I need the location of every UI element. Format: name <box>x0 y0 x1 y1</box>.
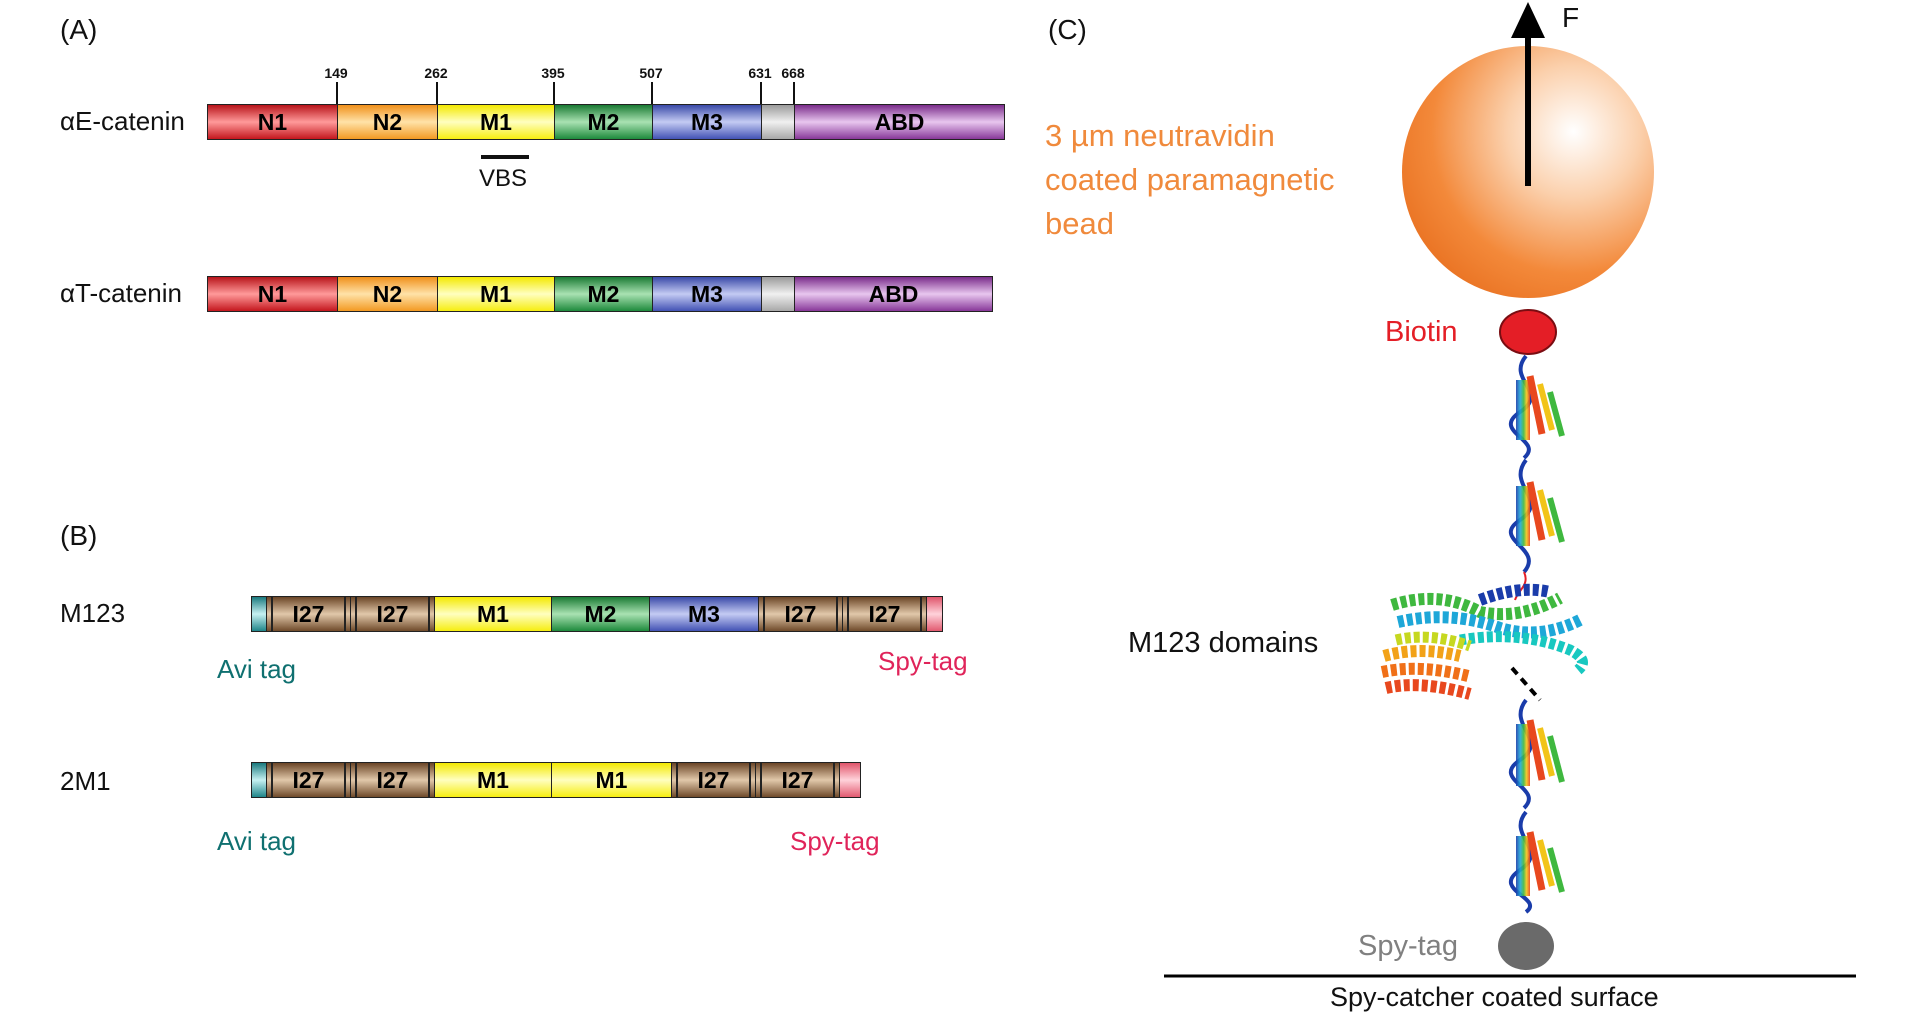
panel-a-letter: (A) <box>60 14 98 45</box>
domain-linker <box>762 277 795 311</box>
tick-label-668: 668 <box>781 65 805 81</box>
2m1-construct-bar: I27 I27 M1 M1 I27 I27 <box>251 762 861 798</box>
domain-m1: M1 <box>438 105 555 139</box>
domain-n1: N1 <box>208 105 338 139</box>
domain-m1: M1 <box>435 597 552 631</box>
spy-tag-segment <box>840 763 860 797</box>
vbs-label: VBS <box>479 165 528 192</box>
m123-domains-label: M123 domains <box>1128 627 1319 659</box>
domain-i27: I27 <box>759 597 843 631</box>
tick-262 <box>436 82 438 106</box>
spy-tag-segment <box>927 597 942 631</box>
row-name-2m1: 2M1 <box>60 766 111 796</box>
domain-i27: I27 <box>756 763 840 797</box>
domain-m3: M3 <box>653 277 762 311</box>
avi-tag-segment <box>252 763 267 797</box>
avi-tag-label: Avi tag <box>217 654 297 684</box>
domain-m1: M1 <box>438 277 555 311</box>
panel-c-letter: (C) <box>1048 14 1087 45</box>
domain-abd: ABD <box>795 277 992 311</box>
spy-tag-ellipse <box>1498 922 1554 970</box>
bead-label-line: bead <box>1045 206 1114 241</box>
dashed-connection <box>1510 666 1542 702</box>
panel-b-letter: (B) <box>60 520 98 551</box>
spy-tag-ball-label: Spy-tag <box>1358 930 1458 962</box>
domain-i27: I27 <box>351 597 435 631</box>
domain-i27: I27 <box>672 763 756 797</box>
avi-tag-label: Avi tag <box>217 826 297 856</box>
row-name-alphaE: αE-catenin <box>60 106 185 136</box>
m123-helical-bundle <box>1380 583 1588 700</box>
domain-m2: M2 <box>552 597 650 631</box>
domain-n2: N2 <box>338 277 438 311</box>
alphaE-catenin-bar: N1 N2 M1 M2 M3 ABD <box>207 104 1005 140</box>
domain-n1: N1 <box>208 277 338 311</box>
paramagnetic-bead <box>1402 46 1654 298</box>
bead-label: 3 µm neutravidin coated paramagnetic bea… <box>1045 114 1335 246</box>
domain-m2: M2 <box>555 277 653 311</box>
i27-domain-structure <box>1509 698 1565 810</box>
tick-label-507: 507 <box>639 65 663 81</box>
bead-label-line: coated paramagnetic <box>1045 162 1335 197</box>
tick-395 <box>553 82 555 106</box>
spy-tag-label: Spy-tag <box>878 646 968 676</box>
tick-label-149: 149 <box>324 65 348 81</box>
tick-label-631: 631 <box>748 65 772 81</box>
i27-domain-structure <box>1509 354 1565 460</box>
i27-domain-structure <box>1509 810 1565 914</box>
tick-label-262: 262 <box>424 65 448 81</box>
surface-label: Spy-catcher coated surface <box>1330 982 1659 1012</box>
domain-m3: M3 <box>650 597 759 631</box>
domain-i27: I27 <box>267 763 351 797</box>
tick-668 <box>793 82 795 106</box>
domain-m3: M3 <box>653 105 762 139</box>
domain-n2: N2 <box>338 105 438 139</box>
spy-tag-label: Spy-tag <box>790 826 880 856</box>
tick-507 <box>651 82 653 106</box>
m123-construct-bar: I27 I27 M1 M2 M3 I27 I27 <box>251 596 943 632</box>
row-name-alphaT: αT-catenin <box>60 278 182 308</box>
i27-domain-structure <box>1508 458 1565 574</box>
domain-m1: M1 <box>435 763 552 797</box>
force-arrow-head <box>1511 2 1545 38</box>
domain-m2: M2 <box>555 105 653 139</box>
vbs-bar <box>481 155 529 159</box>
avi-tag-segment <box>252 597 267 631</box>
domain-i27: I27 <box>843 597 927 631</box>
tick-label-395: 395 <box>541 65 565 81</box>
biotin-label: Biotin <box>1385 316 1458 348</box>
tick-631 <box>760 82 762 106</box>
biotin-ellipse <box>1499 309 1557 355</box>
bead-label-line: 3 µm neutravidin <box>1045 118 1275 153</box>
row-name-m123: M123 <box>60 598 126 628</box>
domain-linker <box>762 105 795 139</box>
domain-i27: I27 <box>267 597 351 631</box>
domain-i27: I27 <box>351 763 435 797</box>
tick-149 <box>336 82 338 106</box>
domain-m1: M1 <box>552 763 672 797</box>
domain-abd: ABD <box>795 105 1004 139</box>
force-label: F <box>1562 2 1580 33</box>
alphaT-catenin-bar: N1 N2 M1 M2 M3 ABD <box>207 276 993 312</box>
